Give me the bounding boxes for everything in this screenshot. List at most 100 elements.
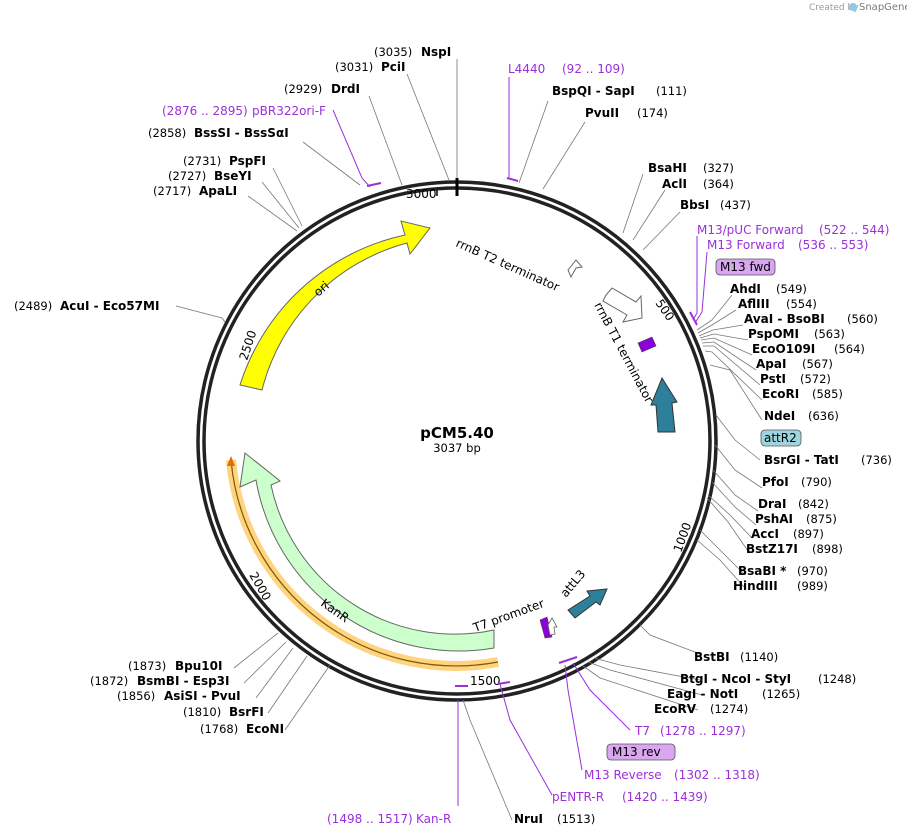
kanr-arrow[interactable]	[239, 452, 495, 652]
primer-name-3[interactable]: M13 Forward	[707, 238, 785, 252]
promoter-top-arrow[interactable]	[637, 336, 657, 353]
enzyme-pos-11: (364)	[703, 177, 734, 191]
enzyme-pos-28: (970)	[797, 564, 828, 578]
enzyme-name-14[interactable]: AflIII	[738, 297, 770, 311]
enzyme-pos-30: (1140)	[740, 650, 778, 664]
enzyme-pos-26: (897)	[793, 527, 824, 541]
enzyme-name-35[interactable]: Bpu10I	[175, 659, 222, 673]
enzyme-name-22[interactable]: BsrGI - TatI	[764, 453, 839, 467]
enzyme-name-28[interactable]: BsaBI *	[738, 564, 787, 578]
primer-name-7[interactable]: Kan-R	[416, 812, 451, 826]
enzyme-name-16[interactable]: PspOMI	[748, 327, 799, 341]
enzyme-name-20[interactable]: EcoRI	[762, 387, 799, 401]
m13-rev-box-label: M13 rev	[612, 745, 661, 759]
enzyme-pos-2: (2929)	[284, 82, 322, 96]
enzyme-name-12[interactable]: BbsI	[680, 198, 709, 212]
enzyme-name-39[interactable]: EcoNI	[246, 722, 284, 736]
enzyme-name-32[interactable]: EagI - NotI	[667, 687, 738, 701]
m13-fwd-box[interactable]	[715, 258, 776, 276]
enzyme-name-33[interactable]: EcoRV	[654, 702, 697, 716]
enzyme-name-36[interactable]: BsmBI - Esp3I	[137, 674, 229, 688]
enzyme-name-25[interactable]: PshAI	[755, 512, 793, 526]
enzyme-name-1[interactable]: PciI	[381, 60, 406, 74]
enzyme-pos-35: (1873)	[128, 659, 166, 673]
plasmid-length: 3037 bp	[433, 441, 481, 455]
enzyme-name-23[interactable]: PfoI	[762, 475, 789, 489]
primer-name-1[interactable]: L4440	[508, 62, 545, 76]
tick-3000: 3000	[406, 187, 437, 201]
primer-name-2[interactable]: M13/pUC Forward	[697, 223, 804, 237]
enzyme-name-8[interactable]: BspQI - SapI	[552, 84, 635, 98]
small-terminator-arrow[interactable]	[547, 617, 558, 636]
enzyme-pos-34: (1513)	[557, 812, 595, 826]
rrnb-t1-label: rrnB T1 terminator	[591, 300, 656, 405]
credit-brand: SnapGene	[859, 2, 907, 13]
enzyme-name-31[interactable]: BtgI - NcoI - StyI	[680, 672, 791, 686]
enzyme-pos-9: (174)	[637, 106, 668, 120]
attl3-label: attL3	[558, 567, 589, 600]
credit-prefix: Created by	[809, 3, 859, 13]
tick-1500: 1500	[470, 674, 501, 688]
enzyme-name-34[interactable]: NruI	[514, 812, 543, 826]
enzyme-name-6[interactable]: ApaLI	[199, 184, 237, 198]
enzyme-name-0[interactable]: NspI	[421, 45, 451, 59]
ori-arrow[interactable]	[239, 220, 431, 391]
enzyme-pos-6: (2717)	[153, 184, 191, 198]
enzyme-name-4[interactable]: PspFI	[229, 154, 266, 168]
snapgene-logo-icon	[849, 3, 857, 11]
t7-promoter-label: T7 promoter	[470, 596, 546, 635]
enzyme-name-15[interactable]: AvaI - BsoBI	[744, 312, 825, 326]
enzyme-pos-14: (554)	[786, 297, 817, 311]
primer-name-5[interactable]: M13 Reverse	[584, 768, 662, 782]
primer-name-4[interactable]: T7	[634, 724, 650, 738]
enzyme-name-7[interactable]: AcuI - Eco57MI	[60, 299, 159, 313]
enzyme-name-18[interactable]: ApaI	[756, 357, 786, 371]
attr2-box-label: attR2	[764, 431, 797, 445]
m13-fwd-box-label: M13 fwd	[720, 260, 771, 274]
attr2-box[interactable]	[760, 429, 802, 447]
rrnb-t2-arrow[interactable]	[567, 259, 583, 279]
enzyme-name-5[interactable]: BseYI	[214, 169, 252, 183]
enzyme-name-38[interactable]: BsrFI	[229, 705, 264, 719]
enzyme-pos-22: (736)	[861, 453, 892, 467]
primer-range-2: (522 .. 544)	[819, 223, 889, 237]
enzyme-name-37[interactable]: AsiSI - PvuI	[164, 689, 241, 703]
enzyme-name-27[interactable]: BstZ17I	[746, 542, 798, 556]
enzyme-name-21[interactable]: NdeI	[764, 409, 795, 423]
enzyme-name-2[interactable]: DrdI	[331, 82, 360, 96]
enzyme-name-17[interactable]: EcoO109I	[752, 342, 815, 356]
enzyme-name-10[interactable]: BsaHI	[648, 161, 687, 175]
enzyme-name-19[interactable]: PstI	[760, 372, 786, 386]
enzyme-name-26[interactable]: AccI	[751, 527, 779, 541]
m13-rev-box[interactable]	[606, 743, 676, 761]
primer-range-0: (2876 .. 2895)	[162, 104, 248, 118]
enzyme-pos-3: (2858)	[148, 126, 186, 140]
enzyme-name-29[interactable]: HindIII	[733, 579, 778, 593]
primer-range-6: (1420 .. 1439)	[622, 790, 708, 804]
enzyme-pos-37: (1856)	[117, 689, 155, 703]
enzyme-pos-17: (564)	[834, 342, 865, 356]
enzyme-pos-18: (567)	[802, 357, 833, 371]
enzyme-name-24[interactable]: DraI	[758, 497, 786, 511]
attr2-arrow[interactable]	[650, 376, 678, 433]
primer-range-7: (1498 .. 1517)	[327, 812, 413, 826]
enzyme-pos-7: (2489)	[14, 299, 52, 313]
enzyme-pos-16: (563)	[814, 327, 845, 341]
enzyme-pos-0: (3035)	[374, 45, 412, 59]
enzyme-name-9[interactable]: PvuII	[585, 106, 619, 120]
t7-promoter-arrow[interactable]	[539, 616, 553, 639]
attl3-arrow[interactable]	[567, 588, 608, 619]
plasmid-name: pCM5.40	[420, 424, 494, 442]
primer-name-0[interactable]: pBR322ori-F	[252, 104, 326, 118]
enzyme-name-11[interactable]: AclI	[662, 177, 687, 191]
rrnb-t1-arrow[interactable]	[602, 287, 643, 323]
enzyme-pos-15: (560)	[847, 312, 878, 326]
primer-leader-lines	[332, 77, 708, 806]
enzyme-pos-4: (2731)	[183, 154, 221, 168]
enzyme-pos-8: (111)	[656, 84, 687, 98]
primer-name-6[interactable]: pENTR-R	[552, 790, 604, 804]
enzyme-name-13[interactable]: AhdI	[730, 282, 761, 296]
enzyme-name-3[interactable]: BssSI - BssSαI	[194, 126, 289, 140]
enzyme-name-30[interactable]: BstBI	[694, 650, 730, 664]
